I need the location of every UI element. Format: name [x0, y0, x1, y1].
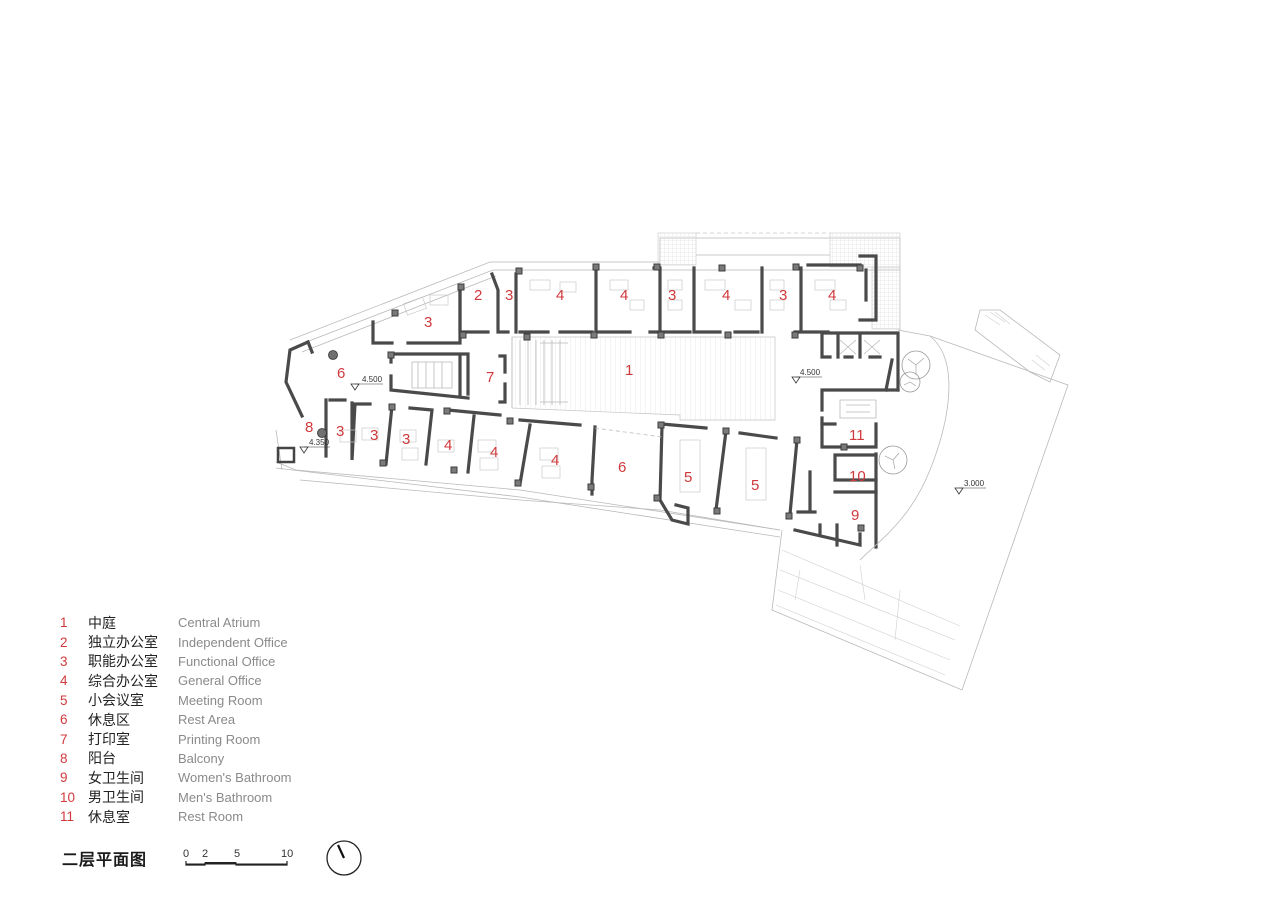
tree-symbols: [878, 350, 931, 475]
legend-english: General Office: [178, 673, 262, 689]
legend-number: 11: [60, 809, 75, 825]
svg-text:3: 3: [402, 431, 410, 448]
legend-item: 7 打印室 Printing Room: [60, 729, 292, 749]
legend-english: Printing Room: [178, 731, 261, 747]
legend-chinese: 休息区: [88, 712, 130, 729]
legend-chinese: 男卫生间: [88, 790, 144, 807]
legend-item: 9 女卫生间 Women's Bathroom: [60, 768, 292, 787]
legend-chinese: 打印室: [88, 732, 130, 749]
legend-number: 4: [60, 673, 68, 689]
legend-number: 9: [60, 770, 68, 786]
svg-text:2: 2: [474, 287, 482, 304]
svg-text:11: 11: [849, 427, 865, 444]
room-labels: 3 2 3 4 4 3 4 3 4 1 6 7 8 3 3 3 4 4 4 6 …: [305, 287, 866, 524]
svg-text:1: 1: [625, 362, 633, 379]
legend-english: Central Atrium: [178, 615, 261, 631]
svg-text:5: 5: [751, 477, 759, 494]
legend-english: Men's Bathroom: [178, 789, 273, 805]
legend-item: 11 休息室 Rest Room: [60, 807, 292, 826]
legend-chinese: 小会议室: [88, 693, 144, 710]
svg-text:5: 5: [684, 469, 692, 486]
legend-chinese: 综合办公室: [88, 673, 158, 690]
legend-english: Women's Bathroom: [178, 770, 292, 786]
south-furniture: [339, 427, 561, 479]
legend-chinese: 独立办公室: [88, 635, 158, 652]
legend-english: Functional Office: [178, 653, 276, 669]
svg-text:4: 4: [620, 287, 628, 304]
legend-number: 3: [60, 653, 68, 669]
east-core-walls: [793, 331, 900, 549]
legend-number: 1: [60, 615, 68, 631]
north-furniture: [403, 279, 847, 316]
svg-text:7: 7: [486, 369, 494, 386]
legend-english: Rest Room: [178, 809, 244, 825]
legend-item: 5 小会议室 Meeting Room: [60, 691, 292, 710]
legend-english: Independent Office: [178, 634, 288, 650]
legend-chinese: 中庭: [88, 615, 116, 632]
svg-text:4: 4: [490, 444, 498, 461]
svg-text:10: 10: [849, 468, 866, 485]
svg-text:9: 9: [851, 507, 859, 524]
svg-text:3: 3: [370, 427, 378, 444]
svg-text:4: 4: [556, 287, 564, 304]
svg-text:3: 3: [779, 287, 787, 304]
scale-bar-graphic: [185, 861, 288, 866]
legend-chinese: 休息室: [88, 809, 130, 826]
legend-item: 1 中庭 Central Atrium: [60, 613, 292, 632]
legend-chinese: 职能办公室: [88, 654, 158, 671]
terrace: [771, 309, 1069, 691]
west-core-walls: [284, 339, 507, 419]
svg-text:4: 4: [828, 287, 836, 304]
legend-english: Rest Area: [178, 712, 236, 728]
svg-text:4: 4: [722, 287, 730, 304]
legend-chinese: 阳台: [88, 751, 116, 768]
svg-text:3.000: 3.000: [964, 479, 985, 488]
legend-english: Balcony: [178, 750, 225, 766]
svg-text:4: 4: [444, 437, 452, 454]
legend-item: 2 独立办公室 Independent Office: [60, 632, 292, 652]
svg-text:3: 3: [424, 314, 432, 331]
scale-tick-2: 2: [202, 848, 209, 860]
drawing-title: 二层平面图: [62, 850, 148, 869]
svg-text:3: 3: [505, 287, 513, 304]
svg-text:4.350: 4.350: [309, 438, 330, 447]
meeting-rooms-walls: [594, 421, 801, 527]
legend-item: 4 综合办公室 General Office: [60, 671, 292, 690]
legend-item: 3 职能办公室 Functional Office: [60, 652, 292, 671]
legend-item: 6 休息区 Rest Area: [60, 710, 292, 729]
legend-number: 7: [60, 731, 68, 747]
svg-text:4: 4: [551, 452, 559, 469]
legend-number: 6: [60, 712, 68, 728]
svg-text:8: 8: [305, 419, 313, 436]
south-offices-walls: [276, 398, 597, 496]
svg-text:4.500: 4.500: [800, 368, 821, 377]
svg-text:4.500: 4.500: [362, 375, 383, 384]
legend-english: Meeting Room: [178, 692, 263, 708]
room-legend: 1 中庭 Central Atrium 2 独立办公室 Independent Offi…: [60, 613, 292, 826]
north-offices-walls: [371, 254, 878, 345]
legend-number: 10: [60, 789, 76, 805]
svg-text:3: 3: [668, 287, 676, 304]
scale-tick-10: 10: [281, 848, 294, 860]
legend-number: 5: [60, 692, 68, 708]
svg-text:6: 6: [618, 459, 626, 476]
atrium: [511, 336, 776, 421]
elevation-markers: 4.500 4.500 4.350 3.000: [299, 368, 986, 495]
scale-tick-5: 5: [234, 848, 241, 860]
legend-item: 10 男卫生间 Men's Bathroom: [60, 788, 292, 807]
north-arrow-icon: [326, 840, 362, 876]
legend-chinese: 女卫生间: [88, 770, 144, 787]
svg-text:6: 6: [337, 365, 345, 382]
scale-bar: 0 2 5 10: [183, 848, 298, 870]
legend-number: 2: [60, 634, 68, 650]
legend-item: 8 阳台 Balcony: [60, 749, 292, 768]
scale-tick-0: 0: [183, 848, 190, 860]
svg-text:3: 3: [336, 423, 344, 440]
legend-number: 8: [60, 750, 68, 766]
